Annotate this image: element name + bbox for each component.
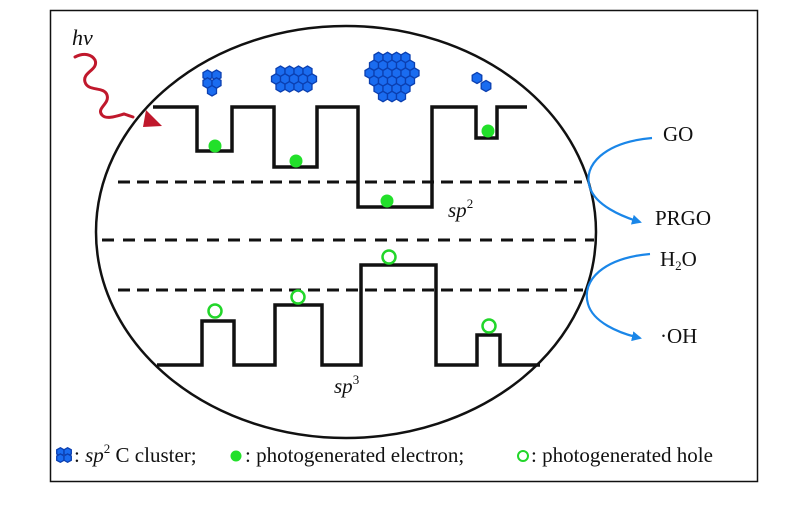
hexagon-ring <box>206 84 218 97</box>
hexagon-ring <box>56 453 65 464</box>
sp2-level-line <box>153 105 527 209</box>
electron-dot <box>208 139 222 153</box>
hexagon-ring <box>386 90 398 103</box>
hexagon-ring <box>302 80 313 93</box>
hole-circle <box>381 249 397 265</box>
figure-frame <box>49 9 759 483</box>
hexagon-ring <box>293 80 304 93</box>
photon-label: hv <box>72 25 93 50</box>
legend-electron-icon <box>230 450 242 462</box>
cluster-tiny-icon <box>471 71 492 93</box>
cluster-small-icon <box>202 69 222 97</box>
sp3-level-line <box>157 263 540 367</box>
reaction-arrow-go <box>587 136 653 225</box>
hexagon-ring <box>471 71 483 85</box>
hexagon-ring <box>377 90 389 103</box>
particle-ellipse <box>94 24 598 440</box>
electron-dot <box>380 194 394 208</box>
hexagon-ring <box>284 80 295 93</box>
hole-circle <box>207 303 223 319</box>
hexagon-ring <box>480 79 492 93</box>
sp3-label: sp3 <box>334 372 359 398</box>
legend: : sp2 C cluster; : photogenerated electr… <box>56 441 713 467</box>
legend-text-cluster: : sp2 C cluster; <box>74 441 197 467</box>
product-prgo: PRGO <box>655 206 711 230</box>
product-oh: ·OH <box>660 324 697 348</box>
hexagon-ring <box>63 453 72 464</box>
electrons <box>208 124 495 208</box>
reactant-h2o: H2O <box>660 247 697 273</box>
cluster-medium-icon <box>270 65 318 93</box>
reactant-go: GO <box>663 122 693 146</box>
holes <box>207 249 497 334</box>
electron-dot <box>481 124 495 138</box>
sp2-label: sp2 <box>448 196 473 222</box>
hole-circle <box>290 289 306 305</box>
legend-cluster-icon <box>56 446 72 464</box>
legend-text-hole: : photogenerated hole <box>531 443 713 467</box>
legend-text-electron: : photogenerated electron; <box>245 443 464 467</box>
legend-hole-icon <box>517 450 529 462</box>
cluster-legend-icon <box>56 446 72 464</box>
reaction-arrow-h2o <box>585 252 651 342</box>
sp2-clusters <box>202 51 492 103</box>
photon-wave <box>73 52 135 119</box>
hexagon-ring <box>395 90 407 103</box>
hexagon-ring <box>275 80 286 93</box>
hole-circle <box>481 318 497 334</box>
electron-dot <box>289 154 303 168</box>
photon-arrow <box>73 52 162 127</box>
cluster-large-icon <box>364 51 420 103</box>
photon-arrowhead <box>143 110 162 127</box>
